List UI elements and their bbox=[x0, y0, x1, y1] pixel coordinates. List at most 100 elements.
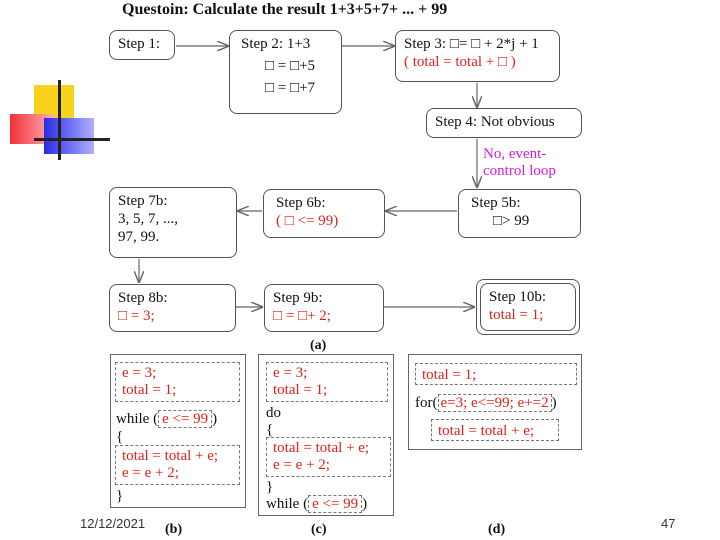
step5b-label: Step 5b: bbox=[471, 195, 521, 211]
code-b-init1: e = 3; bbox=[122, 365, 157, 381]
caption-d: (d) bbox=[488, 522, 506, 537]
code-panel-c: e = 3; total = 1; do { total = total + e… bbox=[258, 354, 394, 516]
footer-page-number: 47 bbox=[661, 516, 676, 531]
logo-horizontal-line bbox=[34, 138, 110, 141]
code-c-body1: total = total + e; bbox=[273, 440, 370, 456]
code-c-while-line: while (e <= 99) bbox=[266, 495, 368, 513]
code-d-close: ) bbox=[551, 395, 557, 411]
step10b-red: total = 1; bbox=[489, 307, 544, 323]
code-b-body-block: total = total + e; e = e + 2; bbox=[115, 445, 240, 485]
step7b-label: Step 7b: bbox=[118, 193, 168, 209]
step3-var-glyph: □ bbox=[449, 36, 459, 52]
step9b-red-b: + 2; bbox=[307, 308, 331, 324]
step2-line3: = bbox=[277, 80, 291, 96]
step8b-red: = 3; bbox=[127, 308, 155, 324]
step7b-box: Step 7b: 3, 5, 7, ..., 97, 99. bbox=[109, 187, 237, 258]
code-d-init-block: total = 1; bbox=[415, 363, 577, 385]
step4-box: Step 4: Not obvious bbox=[426, 108, 582, 138]
code-c-init-block: e = 3; total = 1; bbox=[266, 362, 388, 402]
step3-var-glyph: □ bbox=[471, 36, 481, 52]
step8b-label: Step 8b: bbox=[118, 290, 168, 306]
step2-var-glyph: □ bbox=[290, 58, 300, 74]
code-b-while: while ( bbox=[116, 411, 159, 427]
code-d-init: total = 1; bbox=[422, 367, 477, 383]
code-d-for-line: for(e=3; e<=99; e+=2) bbox=[415, 394, 557, 412]
step2-line2: = bbox=[277, 58, 291, 74]
step3-box: Step 3: □= □ + 2*j + 1 ( total = total +… bbox=[395, 30, 560, 82]
step3-tail: + 2*j + 1 bbox=[483, 36, 539, 52]
step5b-cond: > 99 bbox=[502, 213, 530, 229]
event-control-note: No, event- control loop bbox=[483, 146, 556, 180]
step2-line2-tail: +5 bbox=[299, 58, 316, 74]
step6b-box: Step 6b: ( □ <= 99) bbox=[263, 189, 385, 238]
step4-label: Step 4: Not obvious bbox=[435, 114, 555, 130]
step1-label: Step 1: bbox=[118, 36, 161, 52]
step9b-box: Step 9b: □ = □+ 2; bbox=[264, 284, 384, 332]
slide-logo bbox=[8, 80, 113, 165]
step6b-cond-open: ( bbox=[276, 213, 285, 229]
note-line1: No, event- bbox=[483, 146, 547, 162]
step5b-box: Step 5b: □> 99 bbox=[458, 189, 581, 238]
step9b-var-glyph: □ bbox=[298, 308, 308, 324]
code-b-body1: total = total + e; bbox=[122, 448, 219, 464]
step2-var-glyph: □ bbox=[290, 80, 300, 96]
logo-blue-square bbox=[44, 118, 94, 154]
step2-line3-tail: +7 bbox=[299, 80, 316, 96]
step7b-line3: 97, 99. bbox=[118, 229, 160, 245]
step10b-box: Step 10b: total = 1; bbox=[480, 283, 576, 331]
step7b-line2: 3, 5, 7, ..., bbox=[118, 211, 178, 227]
step9b-label: Step 9b: bbox=[273, 290, 323, 306]
note-line2: control loop bbox=[483, 163, 556, 179]
code-d-for: for( bbox=[415, 395, 438, 411]
caption-a: (a) bbox=[310, 338, 327, 353]
code-c-init1: e = 3; bbox=[273, 365, 308, 381]
code-c-init2: total = 1; bbox=[273, 382, 328, 398]
code-c-body2: e = e + 2; bbox=[273, 457, 330, 473]
code-b-init2: total = 1; bbox=[122, 382, 177, 398]
code-c-while: while ( bbox=[266, 496, 309, 512]
code-c-body-block: total = total + e; e = e + 2; bbox=[266, 437, 391, 477]
step3-label: Step 3: bbox=[404, 36, 450, 52]
step3-red-expr: ( total = total + bbox=[404, 54, 498, 70]
step8b-var-glyph: □ bbox=[118, 308, 128, 324]
caption-b: (b) bbox=[165, 522, 183, 537]
step3-red-close: ) bbox=[510, 54, 516, 70]
code-b-init-block: e = 3; total = 1; bbox=[115, 362, 240, 402]
step2-label: Step 2: 1+3 bbox=[241, 36, 311, 52]
step5b-var-glyph: □ bbox=[493, 213, 503, 229]
code-c-close-brace: } bbox=[266, 479, 274, 495]
code-panel-d: total = 1; for(e=3; e<=99; e+=2) total =… bbox=[408, 354, 582, 450]
step2-var-glyph: □ bbox=[265, 80, 275, 96]
step10b-outer-box: Step 10b: total = 1; bbox=[476, 279, 580, 335]
code-d-body: total = total + e; bbox=[438, 423, 535, 439]
step3-mid: = bbox=[458, 36, 472, 52]
step9b-red-a: = bbox=[282, 308, 299, 324]
step6b-cond: <= 99) bbox=[297, 213, 339, 229]
step8b-box: Step 8b: □ = 3; bbox=[109, 284, 236, 332]
code-d-for-parts: e=3; e<=99; e+=2 bbox=[437, 394, 552, 412]
step1-box: Step 1: bbox=[109, 30, 175, 60]
page-title: Questoin: Calculate the result 1+3+5+7+ … bbox=[122, 1, 448, 18]
code-c-open-brace: { bbox=[266, 422, 274, 438]
step3-red-var-glyph: □ bbox=[497, 54, 508, 70]
code-b-cond: e <= 99 bbox=[158, 410, 213, 428]
step2-box: Step 2: 1+3 □ = □+5 □ = □+7 bbox=[229, 30, 342, 114]
step9b-var-glyph: □ bbox=[273, 308, 283, 324]
caption-c: (c) bbox=[311, 522, 327, 537]
code-c-close: ) bbox=[362, 496, 368, 512]
code-b-close: ) bbox=[212, 411, 218, 427]
logo-vertical-line bbox=[58, 80, 61, 160]
code-panel-b: e = 3; total = 1; while (e <= 99) { tota… bbox=[110, 354, 246, 508]
code-b-while-line: while (e <= 99) bbox=[116, 410, 218, 428]
step2-var-glyph: □ bbox=[265, 58, 275, 74]
step6b-label: Step 6b: bbox=[276, 195, 326, 211]
step10b-label: Step 10b: bbox=[489, 289, 547, 305]
footer-date: 12/12/2021 bbox=[80, 516, 146, 531]
code-d-body-block: total = total + e; bbox=[431, 419, 559, 441]
code-b-close-brace: } bbox=[116, 488, 124, 504]
code-b-body2: e = e + 2; bbox=[122, 465, 179, 481]
code-b-open-brace: { bbox=[116, 429, 124, 445]
code-c-do: do bbox=[266, 405, 281, 421]
code-c-cond: e <= 99 bbox=[308, 495, 363, 513]
